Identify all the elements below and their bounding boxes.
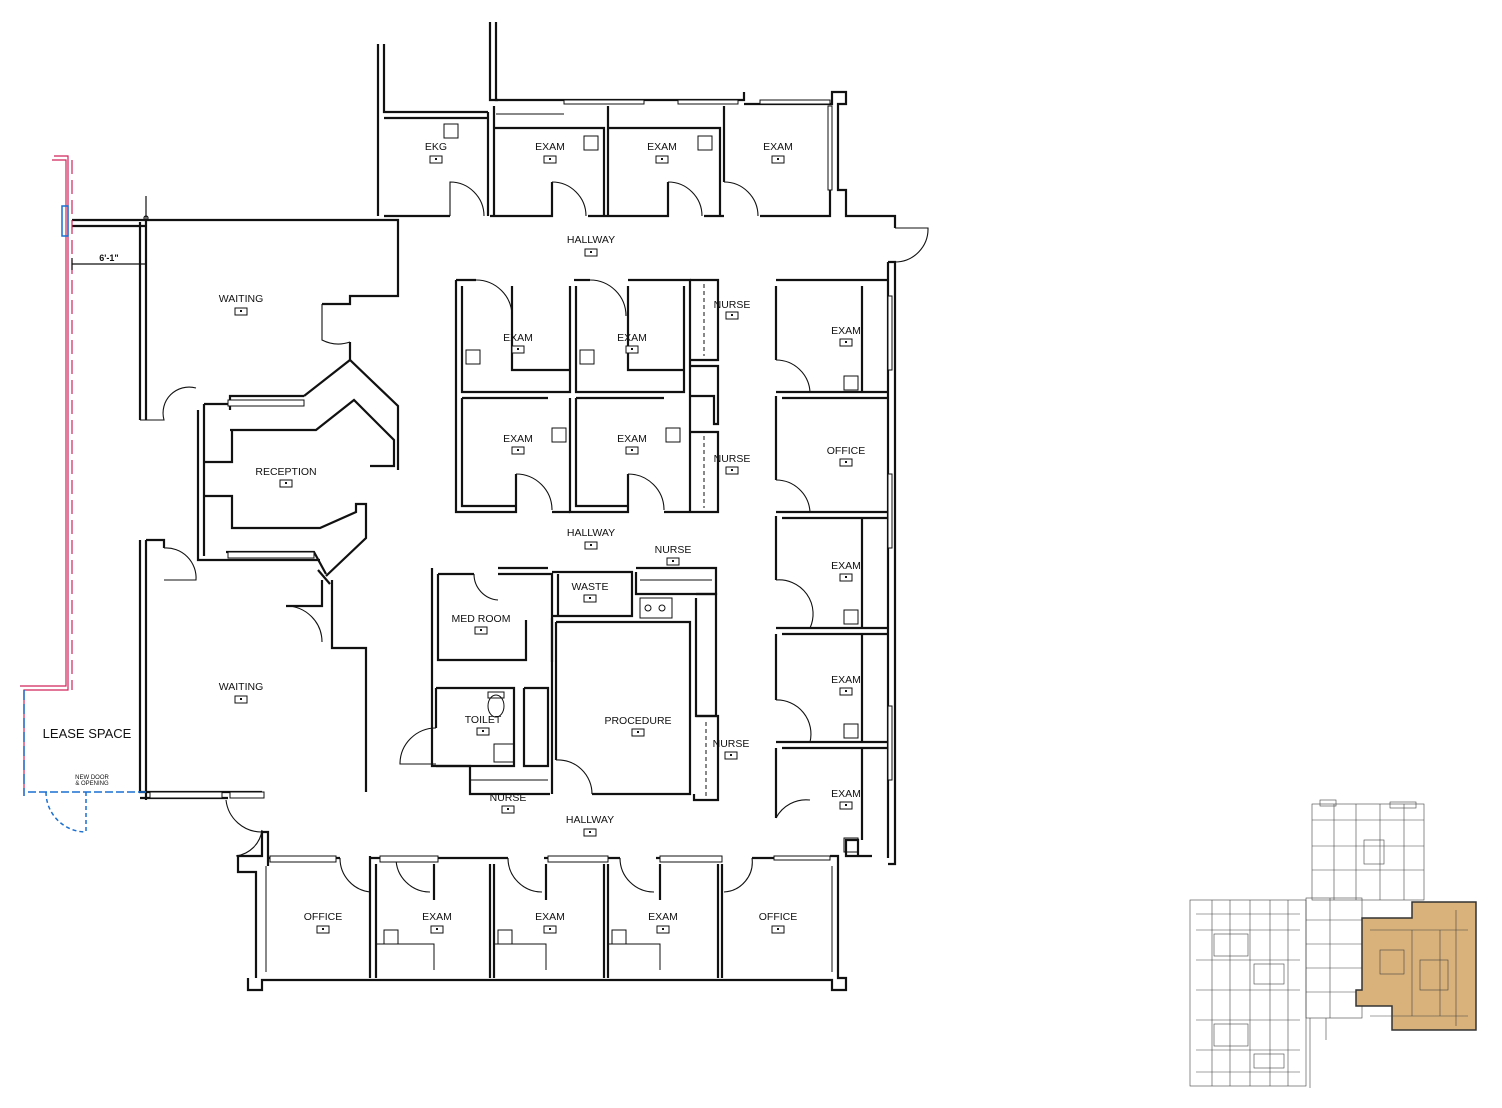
room-waiting-bottom: WAITING <box>219 681 264 693</box>
room-nurse-c2: NURSE <box>714 453 751 465</box>
room-labels: EKG EXAM EXAM EXAM HALLWAY WAITING EXAM … <box>43 141 866 934</box>
room-procedure: PROCEDURE <box>604 715 671 727</box>
room-med-room: MED ROOM <box>452 613 511 625</box>
room-exam-top-2: EXAM <box>647 141 677 153</box>
room-waiting-top: WAITING <box>219 293 264 305</box>
room-exam-c2: EXAM <box>617 332 647 344</box>
room-office-b1: OFFICE <box>304 911 343 923</box>
key-plan <box>1189 799 1477 1088</box>
room-exam-b3: EXAM <box>648 911 678 923</box>
room-toilet: TOILET <box>465 714 502 726</box>
room-office-b2: OFFICE <box>759 911 798 923</box>
exterior-walls <box>72 22 897 992</box>
right-column-walls <box>774 278 888 860</box>
room-nurse-c1: NURSE <box>714 299 751 311</box>
room-exam-top-1: EXAM <box>535 141 565 153</box>
room-nurse-bottom: NURSE <box>490 792 527 804</box>
center-exam-walls <box>454 278 720 514</box>
new-door-note-line1: NEW DOOR <box>75 775 109 781</box>
room-exam-c1: EXAM <box>503 332 533 344</box>
room-exam-top-3: EXAM <box>763 141 793 153</box>
room-ekg: EKG <box>425 141 447 153</box>
bottom-center-walls <box>430 566 720 802</box>
room-hallway-mid: HALLWAY <box>567 527 615 539</box>
room-waste: WASTE <box>572 581 609 593</box>
new-door-note-line2: & OPENING <box>75 781 109 787</box>
room-lease-space: LEASE SPACE <box>43 726 132 741</box>
new-door <box>28 791 148 833</box>
top-row-walls <box>384 103 832 218</box>
room-exam-b1: EXAM <box>422 911 452 923</box>
dimension-6ft1in: 6'-1" <box>71 196 149 270</box>
room-exam-b2: EXAM <box>535 911 565 923</box>
windows <box>149 99 893 863</box>
room-exam-r1: EXAM <box>831 325 861 337</box>
room-exam-r3: EXAM <box>831 674 861 686</box>
room-nurse-mid: NURSE <box>655 544 692 556</box>
room-hallway-top: HALLWAY <box>567 234 615 246</box>
room-exam-c3: EXAM <box>503 433 533 445</box>
room-exam-r2: EXAM <box>831 560 861 572</box>
room-hallway-bottom: HALLWAY <box>566 814 614 826</box>
room-reception: RECEPTION <box>255 466 316 478</box>
reception-walls <box>196 342 400 792</box>
room-exam-c4: EXAM <box>617 433 647 445</box>
dimension-label: 6'-1" <box>99 253 118 263</box>
door-swings <box>140 181 929 893</box>
room-nurse-proc: NURSE <box>713 738 750 750</box>
room-office-r: OFFICE <box>827 445 866 457</box>
lease-boundary <box>20 155 73 796</box>
room-exam-r4: EXAM <box>831 788 861 800</box>
